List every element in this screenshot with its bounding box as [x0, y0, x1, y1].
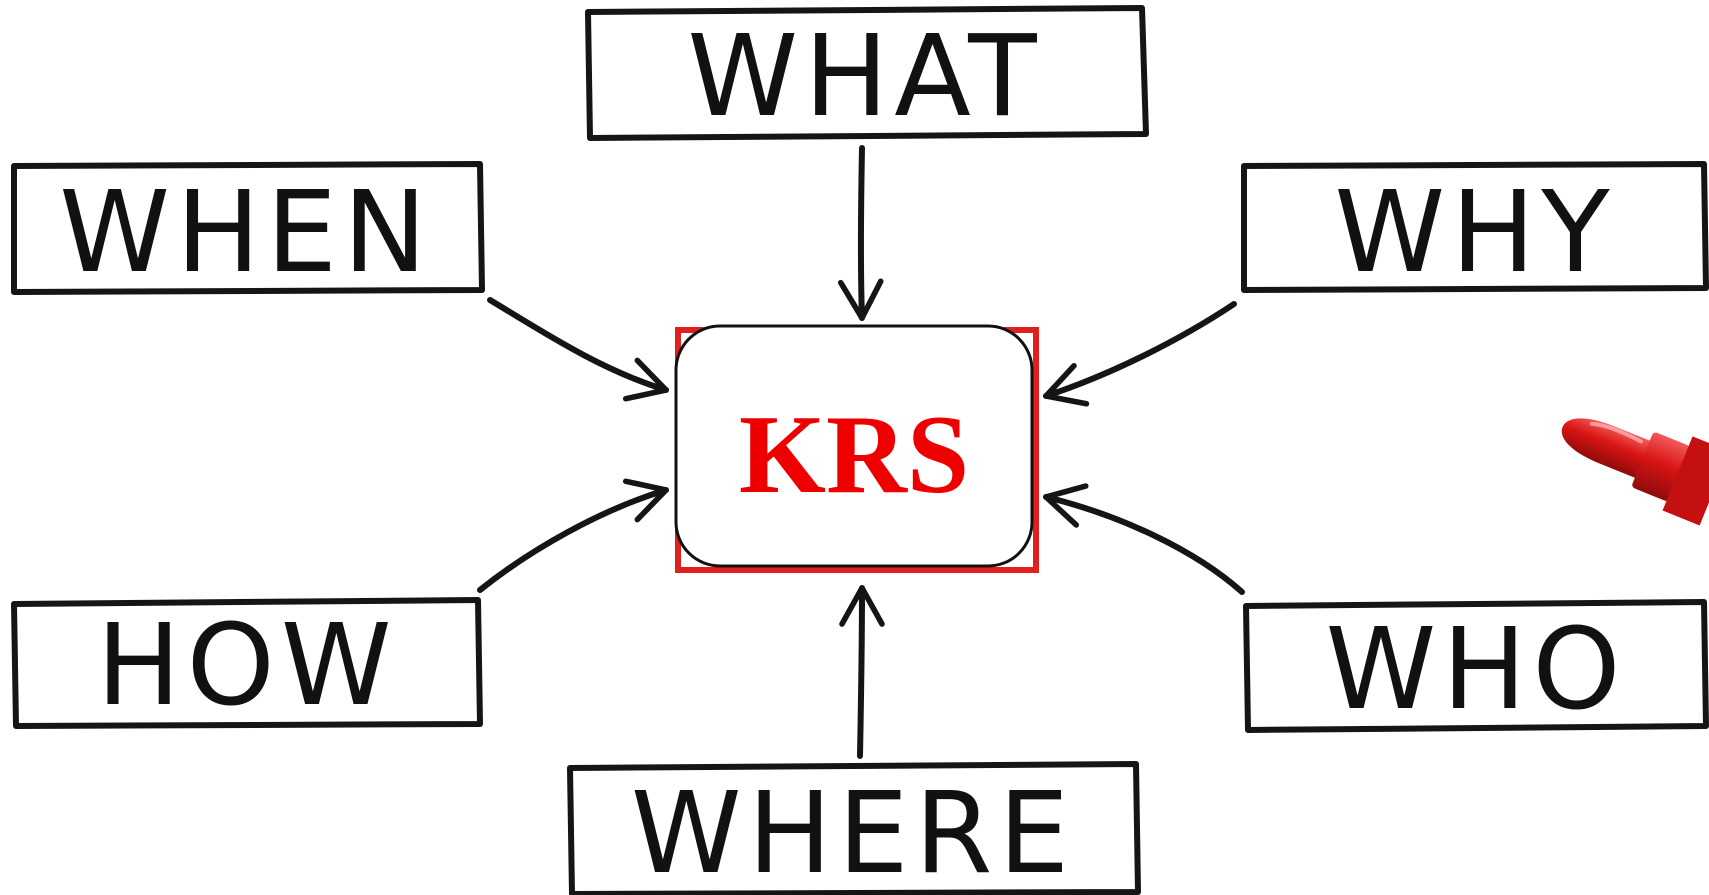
center-node: KRS [674, 324, 1039, 573]
arrow-who-to-center [1043, 483, 1245, 595]
node-why-label: WHY [1334, 168, 1615, 298]
arrow-how-to-center [477, 478, 669, 593]
node-where-label: WHERE [631, 769, 1075, 895]
node-who-label: WHO [1325, 605, 1626, 735]
node-who: WHO [1243, 599, 1709, 735]
arrow-where-to-center [839, 585, 885, 759]
center-label: KRS [739, 393, 969, 517]
node-how-label: HOW [96, 601, 397, 731]
node-how: HOW [11, 597, 483, 731]
node-what-label: WHAT [687, 12, 1042, 142]
arrow-why-to-center [1043, 301, 1237, 407]
arrow-when-to-center [487, 297, 669, 402]
arrow-what-to-center [837, 145, 884, 321]
node-what: WHAT [585, 5, 1149, 142]
node-where: WHERE [567, 761, 1141, 895]
node-why: WHY [1241, 161, 1709, 298]
red-marker-pen [1561, 418, 1709, 526]
center-box [674, 324, 1034, 568]
node-when-label: WHEN [59, 168, 433, 298]
node-when: WHEN [11, 161, 485, 298]
